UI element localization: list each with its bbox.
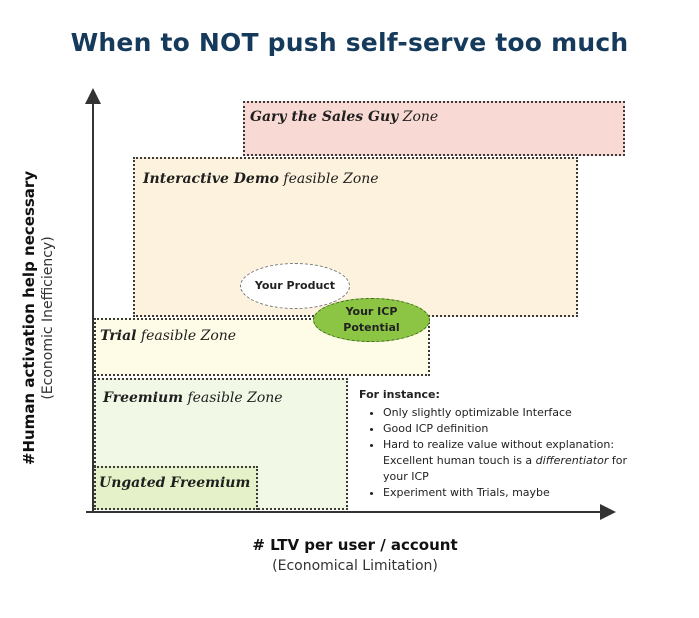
for-instance-heading: For instance: <box>359 388 440 401</box>
ungated-freemium-zone-label: Ungated Freemium <box>99 475 250 491</box>
your-product-label: Your Product <box>254 279 336 292</box>
y-axis-sublabel: (Economic Inefficiency) <box>40 236 56 400</box>
list-item-emphasis: differentiator <box>535 454 609 467</box>
gary-zone-label: Gary the Sales Guy Zone <box>250 109 438 125</box>
list-item-text: for your ICP <box>383 454 627 483</box>
freemium-zone-label-bold: Freemium <box>103 390 184 406</box>
gary-zone-label-rest: Zone <box>398 109 439 125</box>
trial-zone-label-rest: feasible Zone <box>136 328 237 344</box>
demo-zone-label: Interactive Demo feasible Zone <box>143 171 379 187</box>
demo-zone: Interactive Demo feasible Zone <box>133 157 578 317</box>
icp-label-line1: Your ICP <box>345 305 398 318</box>
x-axis-arrow <box>600 504 616 520</box>
gary-zone: Gary the Sales Guy Zone <box>243 101 625 156</box>
list-item-text: Only slightly optimizable Interface <box>383 406 572 419</box>
demo-zone-label-rest: feasible Zone <box>278 171 379 187</box>
icp-potential-bubble: Your ICP Potential <box>313 298 430 342</box>
list-item: Only slightly optimizable Interface <box>383 405 639 421</box>
x-axis-sublabel: (Economical Limitation) <box>272 558 438 574</box>
freemium-zone-label-rest: feasible Zone <box>183 390 283 406</box>
trial-zone-label: Trial feasible Zone <box>100 328 236 344</box>
icp-label-line2: Potential <box>343 321 400 334</box>
freemium-zone-label: Freemium feasible Zone <box>103 390 283 406</box>
y-axis-label: #Human activation help necessary <box>20 170 38 466</box>
y-axis-arrow <box>85 88 101 104</box>
ungated-freemium-zone: Ungated Freemium <box>94 466 258 510</box>
list-item: Hard to realize value without explanatio… <box>383 437 639 485</box>
list-item-text: Hard to realize value without explanatio… <box>383 438 615 467</box>
gary-zone-label-bold: Gary the Sales Guy <box>250 109 399 125</box>
list-item: Good ICP definition <box>383 421 639 437</box>
for-instance-list: Only slightly optimizable Interface Good… <box>359 405 639 501</box>
list-item: Experiment with Trials, maybe <box>383 485 639 501</box>
list-item-text: Experiment with Trials, maybe <box>383 486 550 499</box>
page-title: When to NOT push self-serve too much <box>70 28 629 57</box>
list-item-text: Good ICP definition <box>383 422 489 435</box>
demo-zone-label-bold: Interactive Demo <box>143 171 279 187</box>
your-product-bubble: Your Product <box>240 263 350 309</box>
ungated-freemium-zone-label-bold: Ungated Freemium <box>99 475 251 491</box>
trial-zone-label-bold: Trial <box>100 328 137 344</box>
x-axis-label: # LTV per user / account <box>252 536 458 554</box>
for-instance-notes: For instance: Only slightly optimizable … <box>359 387 639 501</box>
